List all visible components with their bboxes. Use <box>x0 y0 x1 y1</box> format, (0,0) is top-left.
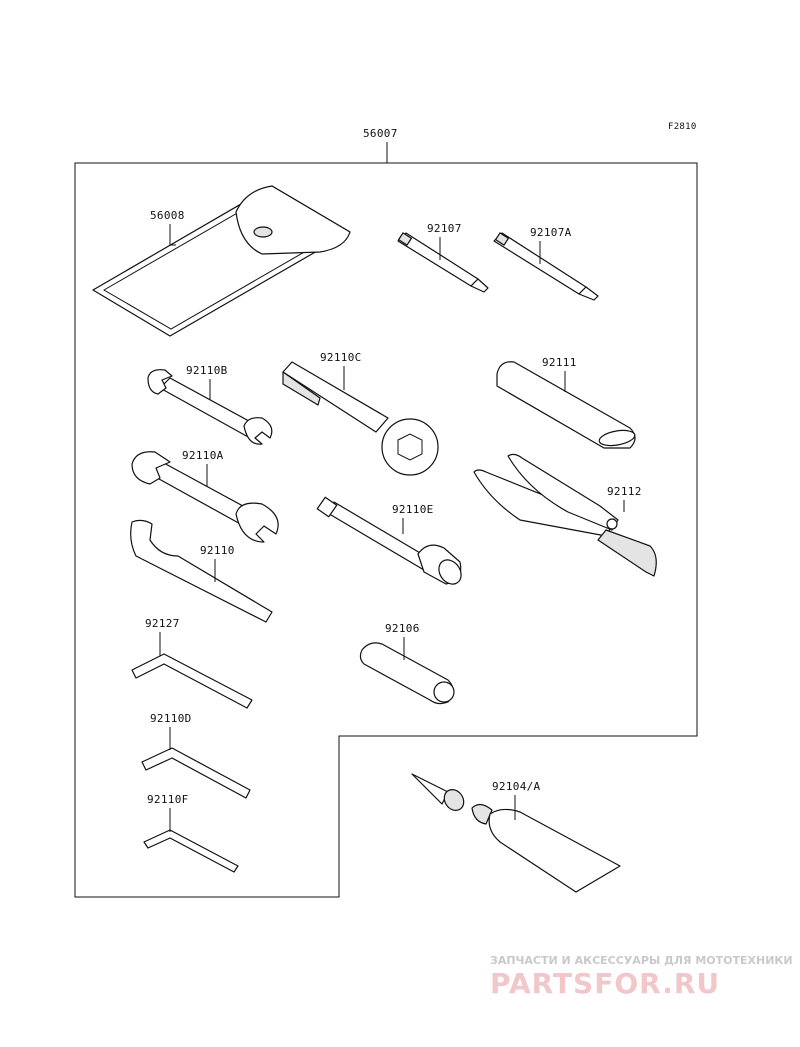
label-92110: 92110 <box>200 544 235 557</box>
label-92110E: 92110E <box>392 503 434 516</box>
label-92110B: 92110B <box>186 364 228 377</box>
hex-key-92110F <box>143 829 239 873</box>
label-56008: 56008 <box>150 209 185 222</box>
watermark-tagline: ЗАПЧАСТИ И АКСЕССУАРЫ ДЛЯ МОТОТЕХНИКИ <box>490 954 793 967</box>
kit-frame <box>74 162 698 898</box>
wrench-92110A <box>131 451 279 543</box>
hex-key-92127 <box>131 653 253 709</box>
label-92106: 92106 <box>385 622 420 635</box>
label-92107A: 92107A <box>530 226 572 239</box>
label-92104A: 92104/A <box>492 780 541 793</box>
label-92111: 92111 <box>542 356 577 369</box>
label-56007: 56007 <box>363 127 398 140</box>
label-92127: 92127 <box>145 617 180 630</box>
label-92110A: 92110A <box>182 449 224 462</box>
screwdriver-92107A <box>493 232 599 301</box>
label-92107: 92107 <box>427 222 462 235</box>
ring-spanner-92110C <box>282 361 439 476</box>
leader-56008 <box>169 224 176 246</box>
handle-92106 <box>359 642 455 705</box>
grease-tube-92104A <box>411 773 621 893</box>
label-92110D: 92110D <box>150 712 192 725</box>
label-92110C: 92110C <box>320 351 362 364</box>
hex-key-92110D <box>141 747 251 799</box>
pliers-92112 <box>473 453 657 577</box>
hook-spanner-92110 <box>130 519 273 623</box>
figure-code: F2810 <box>668 122 697 132</box>
tool-pouch <box>92 185 351 337</box>
label-92112: 92112 <box>607 485 642 498</box>
wrench-92110B <box>147 369 273 445</box>
watermark-logo: PARTSFOR.RU <box>490 967 720 1000</box>
label-92110F: 92110F <box>147 793 189 806</box>
screwdriver-92107 <box>397 232 489 293</box>
socket-wrench-92110E <box>316 496 462 585</box>
handle-pipe-92111 <box>496 361 636 449</box>
